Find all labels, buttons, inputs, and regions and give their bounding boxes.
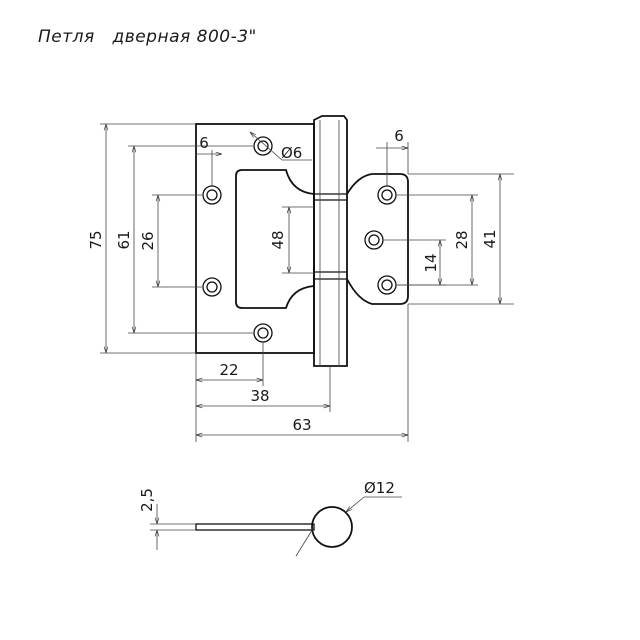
side-view <box>195 506 353 557</box>
dim-75-label: 75 <box>87 230 105 249</box>
dim-hole-diameter-label: Ø6 <box>281 144 302 162</box>
dim-2-5-label: 2,5 <box>138 488 156 512</box>
dim-61-label: 61 <box>115 230 133 249</box>
drawing-title: Петля дверная 800-3" <box>38 27 257 47</box>
hole <box>364 230 384 250</box>
dim-12: Ø12 <box>346 479 402 512</box>
dim-48: 48 <box>269 206 314 274</box>
dim-6-right-label: 6 <box>394 127 404 145</box>
hinge-knuckle <box>313 115 348 367</box>
dim-28-label: 28 <box>453 230 471 249</box>
hole <box>202 185 222 205</box>
dim-38: 38 <box>196 387 330 406</box>
dim-hole-diameter: Ø6 <box>250 132 312 162</box>
dim-61: 61 <box>115 145 253 334</box>
dim-14: 14 <box>384 239 446 286</box>
side-view-plate <box>195 523 315 531</box>
dim-41-label: 41 <box>481 229 499 248</box>
right-leaf-outline <box>346 173 409 305</box>
hole <box>253 136 273 156</box>
hole <box>377 185 397 205</box>
side-view-knuckle <box>311 506 353 548</box>
dim-6-left: 6 <box>196 134 222 186</box>
dim-26: 26 <box>139 194 202 288</box>
dim-38-label: 38 <box>250 387 269 405</box>
dim-22: 22 <box>196 361 263 380</box>
hole <box>202 277 222 297</box>
hole <box>377 275 397 295</box>
dim-12-label: Ø12 <box>364 479 395 497</box>
dim-75: 75 <box>87 123 196 354</box>
dim-14-label: 14 <box>422 253 440 272</box>
left-leaf-holes <box>202 136 273 343</box>
dim-48-label: 48 <box>269 230 287 249</box>
dim-2-5: 2,5 <box>138 488 196 550</box>
dim-41: 41 <box>408 173 514 305</box>
dim-26-label: 26 <box>139 231 157 250</box>
hole <box>253 323 273 343</box>
right-leaf-holes <box>364 185 397 295</box>
dim-6-left-label: 6 <box>199 134 209 152</box>
dim-6-right: 6 <box>376 127 409 186</box>
dim-63: 63 <box>196 416 408 435</box>
dim-63-label: 63 <box>292 416 311 434</box>
right-leaf <box>346 173 409 305</box>
dim-22-label: 22 <box>219 361 238 379</box>
dim-28: 28 <box>397 194 478 286</box>
